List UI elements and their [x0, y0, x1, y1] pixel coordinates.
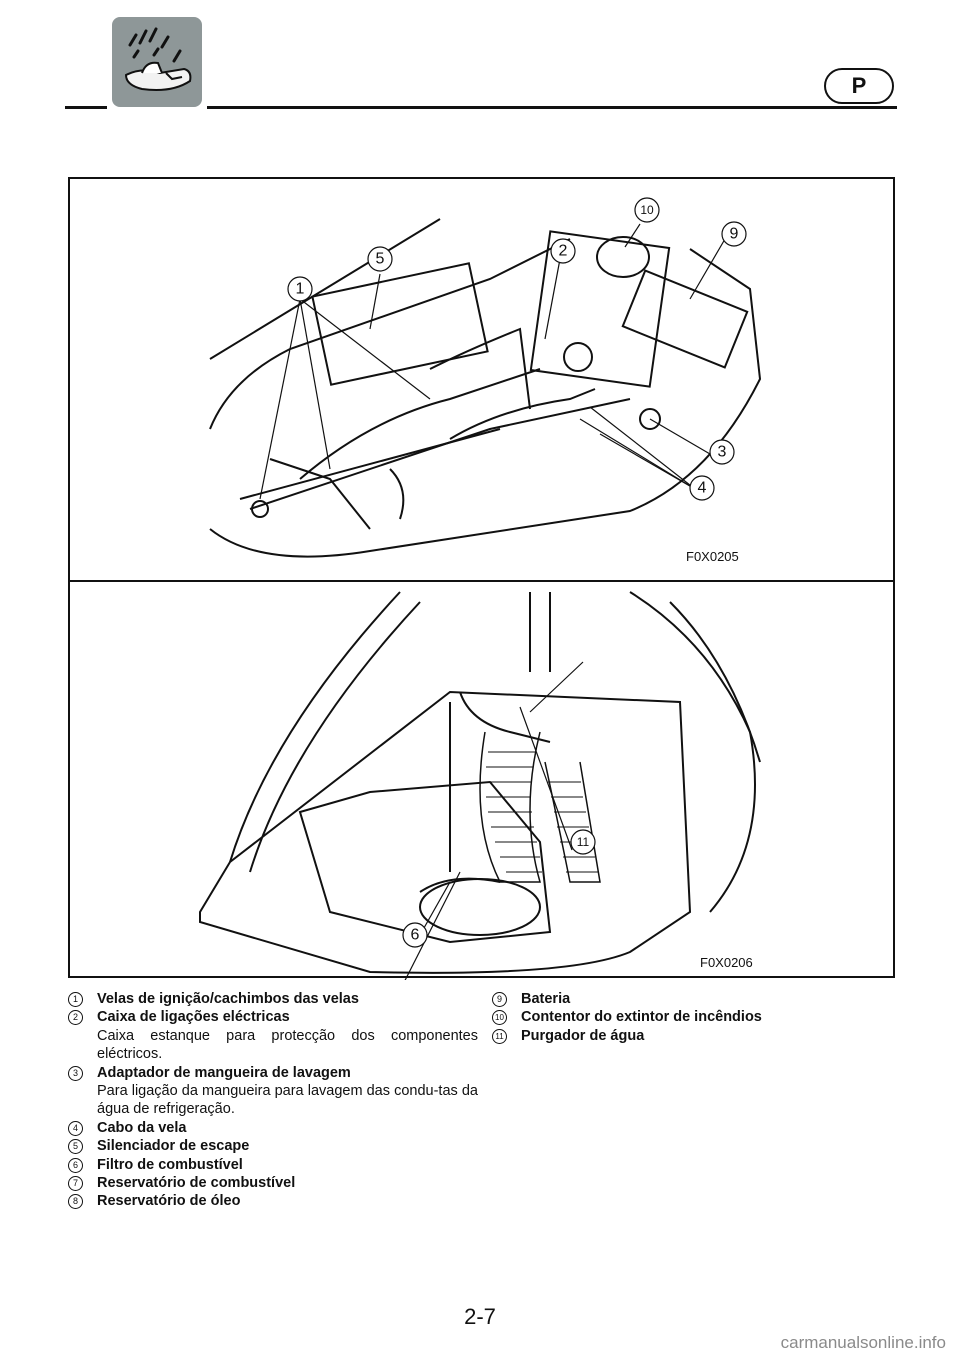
legend-title: Cabo da vela — [97, 1119, 187, 1136]
callout-2: 2 — [559, 243, 568, 260]
legend-title: Reservatório de óleo — [97, 1193, 241, 1210]
legend-item: 2 Caixa de ligações eléctricas Caixa est… — [68, 1008, 478, 1063]
legend-number: 4 — [68, 1120, 83, 1136]
legend-item: 5 Silenciador de escape — [68, 1137, 478, 1155]
callout-10: 10 — [640, 203, 654, 217]
legend-title: Filtro de combustível — [97, 1156, 243, 1173]
legend-title: Caixa de ligações eléctricas — [97, 1009, 290, 1026]
legend-number: 9 — [492, 992, 507, 1007]
legend-item: 1 Velas de ignição/cachimbos das velas — [68, 990, 478, 1008]
figure-frame: 1 2 3 4 5 9 10 F0X0205 — [68, 177, 895, 980]
watermark: carmanualsonline.info — [780, 1333, 946, 1352]
legend-number: 6 — [68, 1157, 83, 1173]
callout-9: 9 — [730, 226, 739, 243]
legend-title: Velas de ignição/cachimbos das velas — [97, 991, 359, 1007]
legend-item: 8 Reservatório de óleo — [68, 1192, 478, 1210]
legend-left-column: 1 Velas de ignição/cachimbos das velas 2… — [68, 990, 478, 1211]
legend-number: 10 — [492, 1010, 507, 1026]
legend-title: Adaptador de mangueira de lavagem — [97, 1064, 351, 1081]
legend-item: 7 Reservatório de combustível — [68, 1174, 478, 1192]
language-badge: P — [824, 68, 894, 104]
legend-number: 11 — [492, 1028, 507, 1044]
header-rule-left — [65, 106, 107, 109]
legend-title: Silenciador de escape — [97, 1138, 250, 1155]
figure-code-2: F0X0206 — [700, 955, 753, 970]
callout-4: 4 — [698, 480, 707, 497]
storage-compartment-illustration: 6 7 8 11 F0X0206 — [70, 582, 893, 980]
legend-description: Caixa estanque para protecção dos compon… — [97, 1027, 478, 1063]
legend-number: 8 — [68, 1194, 83, 1210]
legend-number: 1 — [68, 992, 83, 1007]
legend-title: Reservatório de combustível — [97, 1175, 296, 1192]
legend-right-column: 9 Bateria 10 Contentor do extintor de in… — [492, 990, 892, 1045]
legend-title: Contentor do extintor de incêndios — [521, 1009, 762, 1026]
legend-title: Purgador de água — [521, 1027, 645, 1044]
page-number: 2-7 — [464, 1304, 496, 1329]
callout-6: 6 — [411, 927, 420, 944]
figure-code-1: F0X0205 — [686, 549, 739, 564]
legend-item: 4 Cabo da vela — [68, 1119, 478, 1137]
header-rule-right — [207, 106, 897, 109]
legend-description: Para ligação da mangueira para lavagem d… — [97, 1083, 478, 1118]
callout-1: 1 — [296, 281, 305, 298]
callout-3: 3 — [718, 444, 727, 461]
legend-item: 10 Contentor do extintor de incêndios — [492, 1008, 892, 1026]
callout-5: 5 — [376, 251, 385, 268]
legend-item: 11 Purgador de água — [492, 1027, 892, 1045]
legend-number: 2 — [68, 1010, 83, 1026]
legend-item: 3 Adaptador de mangueira de lavagem Para… — [68, 1064, 478, 1119]
legend-item: 6 Filtro de combustível — [68, 1156, 478, 1174]
figure-divider — [70, 580, 893, 582]
jet-ski-washing-icon — [112, 17, 202, 107]
legend-number: 7 — [68, 1176, 83, 1192]
legend-number: 5 — [68, 1139, 83, 1155]
legend-title: Bateria — [521, 991, 571, 1007]
callout-11: 11 — [577, 835, 590, 849]
legend-number: 3 — [68, 1065, 83, 1081]
engine-compartment-illustration: 1 2 3 4 5 9 10 F0X0205 — [70, 179, 893, 577]
legend-item: 9 Bateria — [492, 990, 892, 1008]
